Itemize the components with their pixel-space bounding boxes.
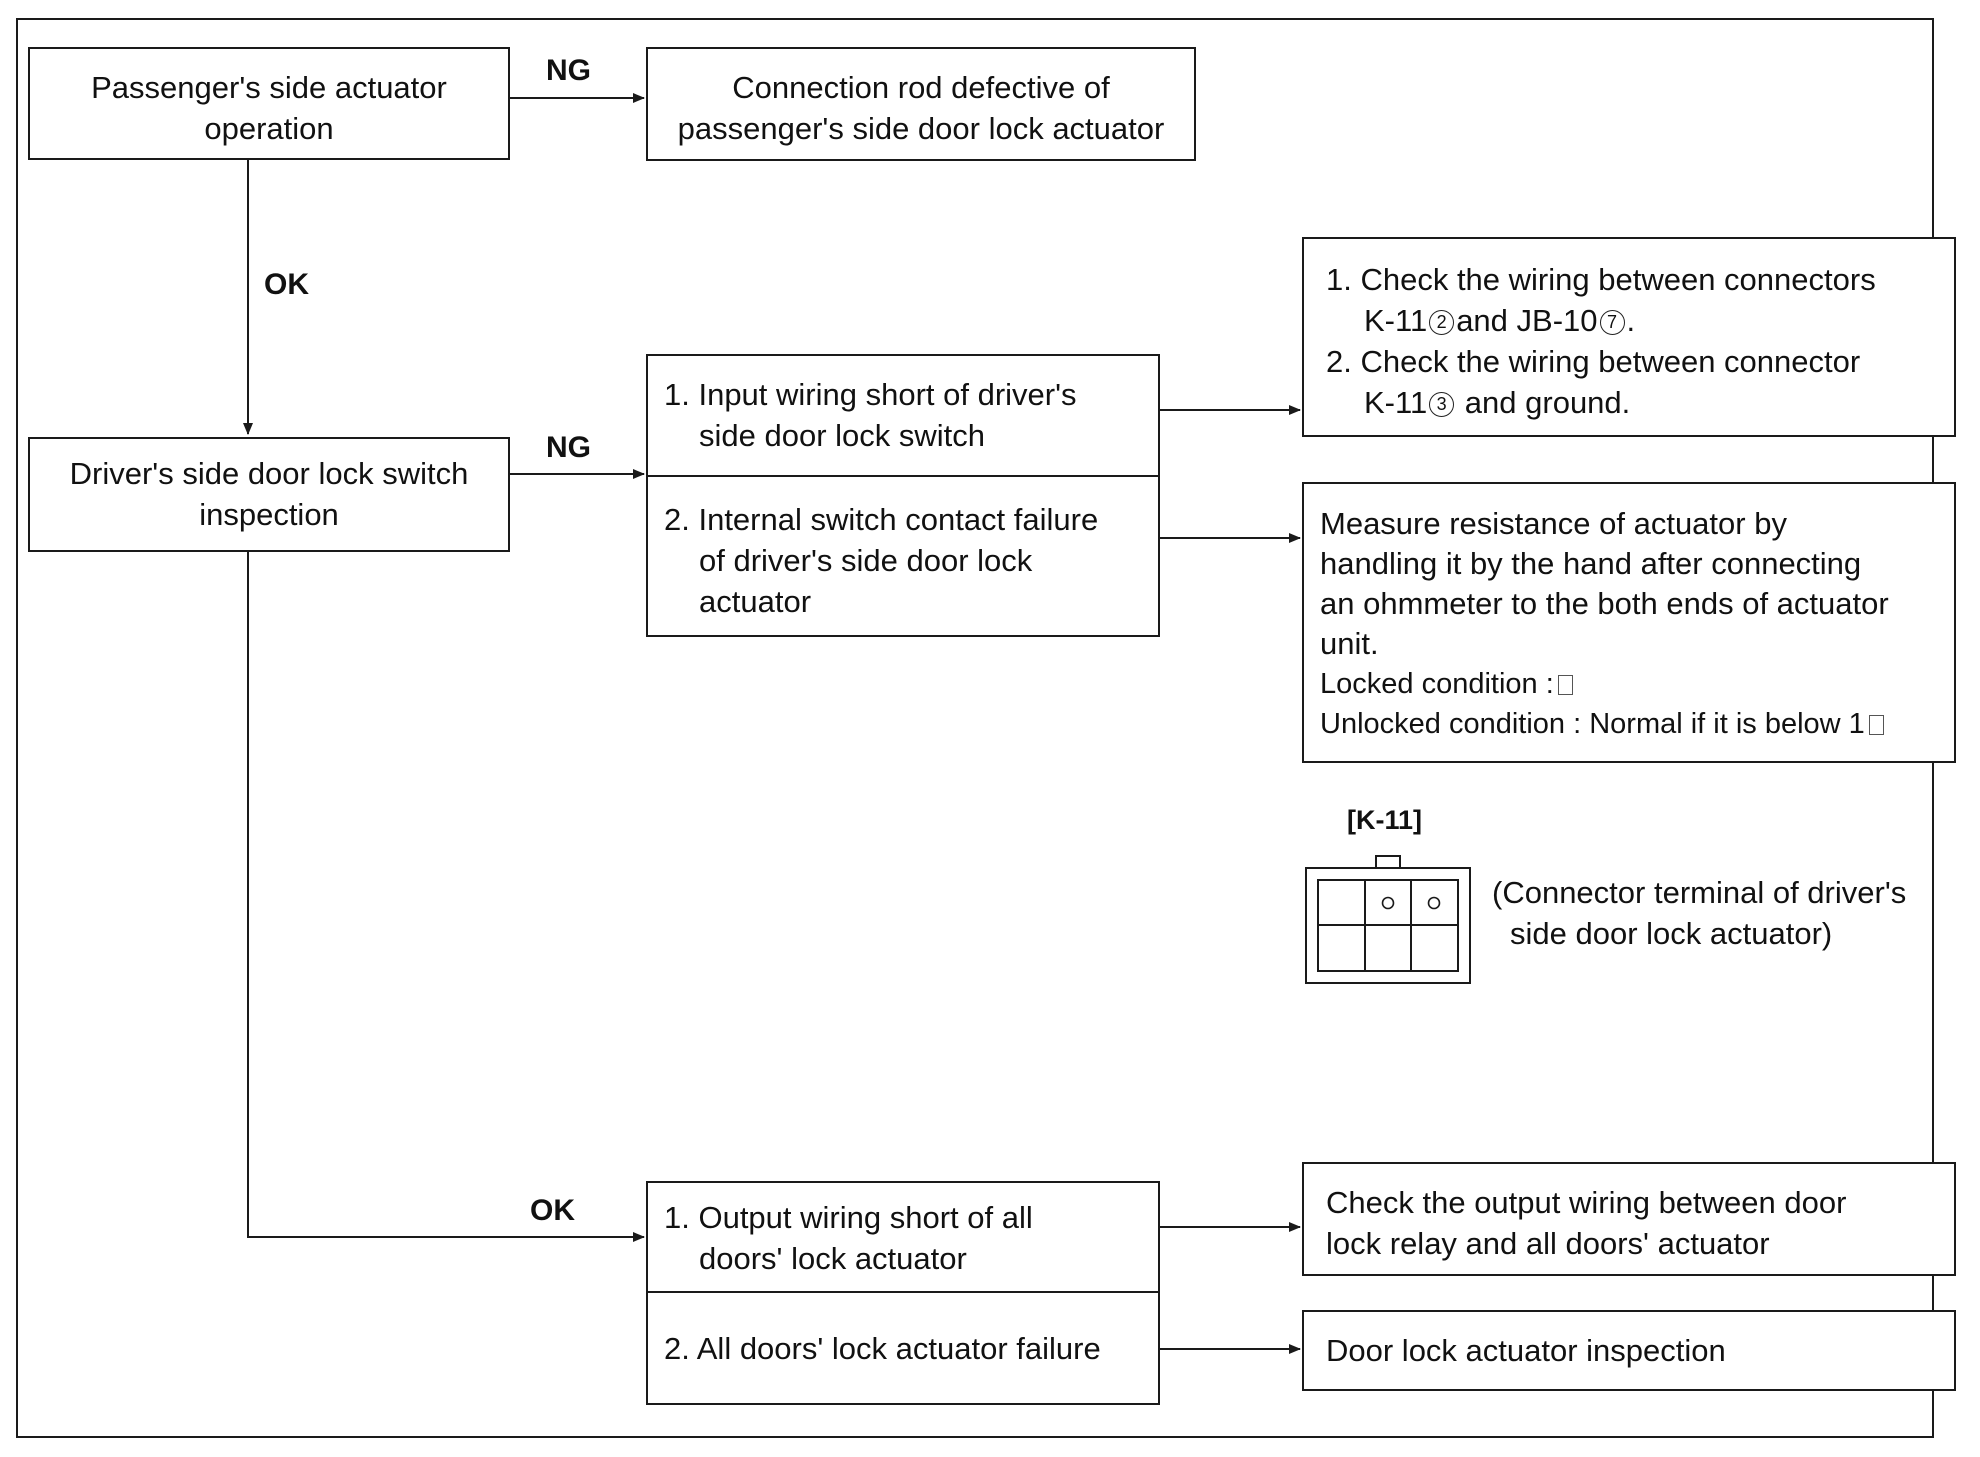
- k11-pin-2: [1381, 896, 1395, 910]
- cause-all-doors-failure: 2. All doors' lock actuator failure: [664, 1331, 1101, 1366]
- k11-connector-title: [K-11]: [1347, 805, 1423, 835]
- measure-resistance-text: Measure resistance of actuator by handli…: [1320, 506, 1889, 740]
- output-causes-divider: [648, 1291, 1158, 1293]
- connection-rod-box: Connection rod defective of passenger's …: [646, 47, 1196, 161]
- k11-connector-caption: (Connector terminal of driver's side doo…: [1492, 875, 1907, 951]
- pin-3-marker: 3: [1429, 392, 1455, 417]
- measure-resistance-box: Measure resistance of actuator by handli…: [1302, 482, 1956, 763]
- driver-switch-text: Driver's side door lock switch inspectio…: [69, 456, 469, 532]
- edge-label-ng-top: NG: [546, 54, 591, 87]
- check-output-box: Check the output wiring between door loc…: [1302, 1162, 1956, 1276]
- check-wiring-text: 1. Check the wiring between connectors K…: [1326, 262, 1876, 420]
- driver-causes-box: 1. Input wiring short of driver's side d…: [646, 354, 1160, 637]
- cause-input-wiring: 1. Input wiring short of driver's side d…: [664, 377, 1077, 453]
- arrow-ok-to-output-causes: [247, 552, 645, 1242]
- pin-2-marker: 2: [1429, 310, 1455, 335]
- passenger-actuator-box: Passenger's side actuator operation: [28, 47, 510, 160]
- edge-label-ng-mid: NG: [546, 431, 591, 464]
- check-wiring-box: 1. Check the wiring between connectors K…: [1302, 237, 1956, 437]
- pin-7-marker: 7: [1599, 310, 1625, 335]
- cause-internal-contact: 2. Internal switch contact failure of dr…: [664, 502, 1099, 619]
- edge-label-ok-down: OK: [264, 268, 309, 301]
- passenger-actuator-text: Passenger's side actuator operation: [91, 70, 447, 146]
- ohm-symbol-placeholder: [1868, 715, 1884, 735]
- connection-rod-text: Connection rod defective of passenger's …: [677, 70, 1165, 146]
- check-output-text: Check the output wiring between door loc…: [1326, 1185, 1847, 1261]
- driver-switch-box: Driver's side door lock switch inspectio…: [28, 437, 510, 552]
- output-causes-box: 1. Output wiring short of all doors' loc…: [646, 1181, 1160, 1405]
- causes-divider: [648, 475, 1158, 477]
- door-lock-inspection-text: Door lock actuator inspection: [1326, 1333, 1726, 1368]
- k11-pin-3: [1427, 896, 1441, 910]
- cause-output-wiring: 1. Output wiring short of all doors' loc…: [664, 1200, 1033, 1276]
- door-lock-inspection-box: Door lock actuator inspection: [1302, 1310, 1956, 1391]
- edge-label-ok-bottom: OK: [530, 1194, 575, 1227]
- k11-connector-diagram: [1305, 855, 1471, 984]
- ohm-symbol-placeholder: [1557, 675, 1573, 695]
